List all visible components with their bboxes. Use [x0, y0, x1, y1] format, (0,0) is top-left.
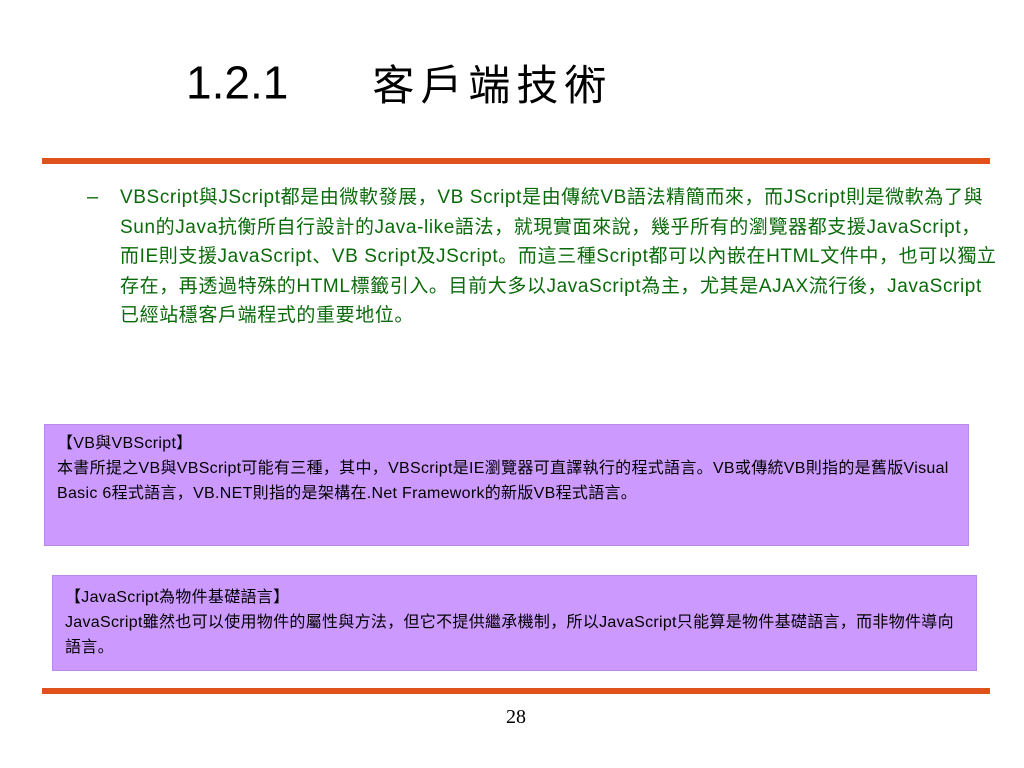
bullet-paragraph: VBScript與JScript都是由微軟發展，VB Script是由傳統VB語…: [120, 187, 997, 326]
box-body: 本書所提之VB與VBScript可能有三種，其中，VBScript是IE瀏覽器可…: [57, 460, 949, 502]
box-heading: 【JavaScript為物件基礎語言】: [65, 589, 290, 606]
info-box-vb-vbscript: 【VB與VBScript】 本書所提之VB與VBScript可能有三種，其中，V…: [44, 424, 969, 546]
title-text: 客戶端技術: [372, 61, 613, 110]
box-body: JavaScript雖然也可以使用物件的屬性與方法，但它不提供繼承機制，所以Ja…: [65, 614, 954, 656]
top-divider: [42, 158, 990, 164]
slide-title: 1.2.1 客戶端技術: [186, 52, 612, 118]
page-number: 28: [506, 706, 526, 728]
info-box-javascript: 【JavaScript為物件基礎語言】 JavaScript雖然也可以使用物件的…: [52, 575, 977, 671]
bullet-marker: –: [87, 186, 99, 208]
box-heading: 【VB與VBScript】: [57, 435, 193, 452]
section-number: 1.2.1: [186, 56, 289, 109]
bottom-divider: [42, 688, 990, 694]
